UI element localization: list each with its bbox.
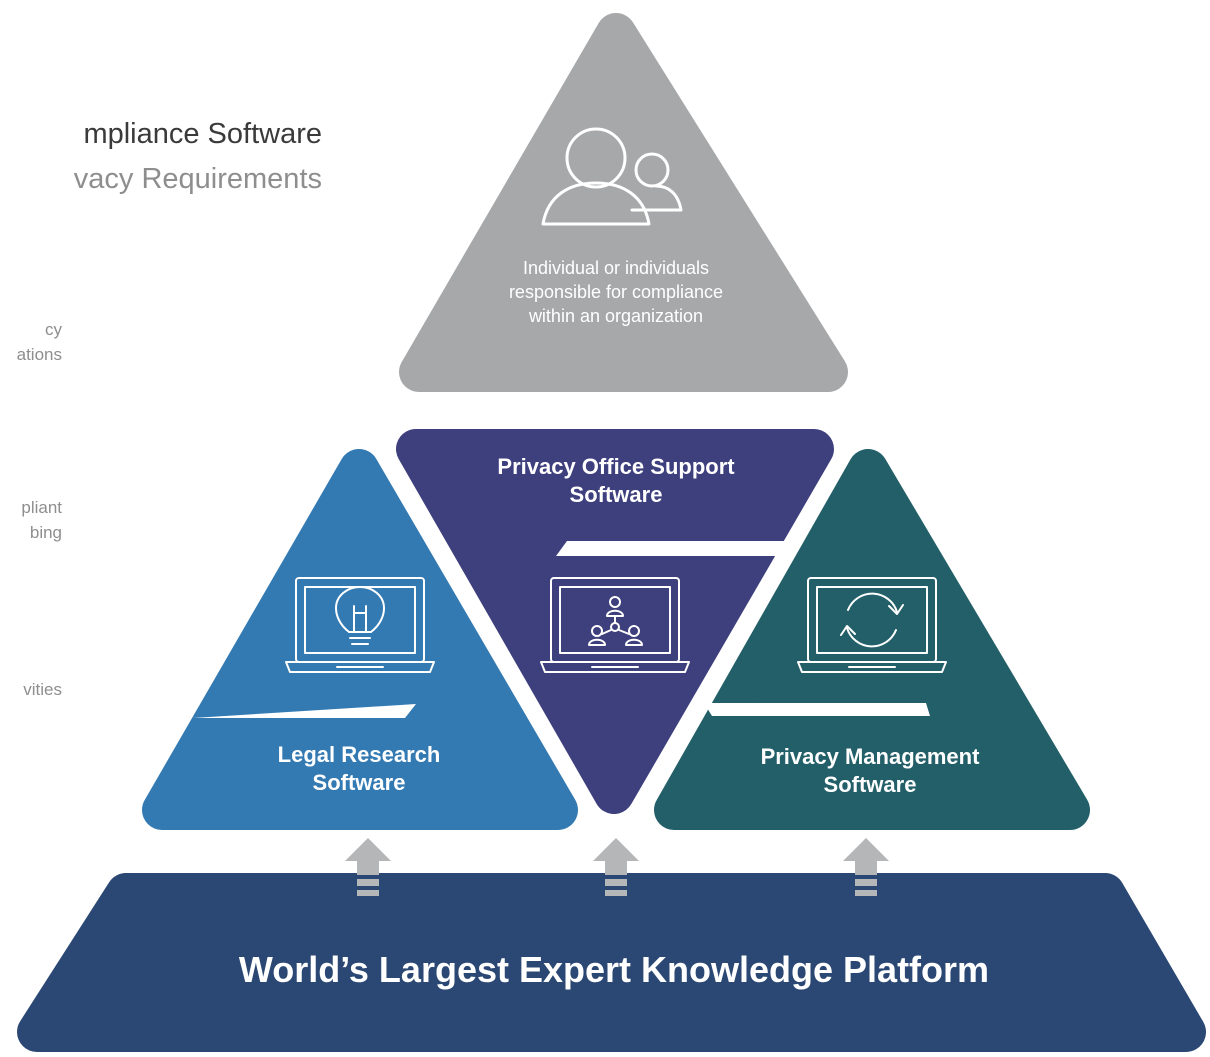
top-triangle: [399, 13, 848, 392]
platform-base: [17, 873, 1206, 1052]
requirement-item-1: cy ations: [16, 320, 62, 364]
requirement-item-3: vities: [23, 680, 62, 699]
laptop-org-chart-icon: [540, 577, 690, 673]
up-arrow-1: [345, 838, 391, 896]
right-triangle-label-line-2: Software: [824, 772, 917, 797]
up-arrow-2: [593, 838, 639, 896]
center-divider-band: [556, 541, 803, 556]
panel-title: mpliance Software: [83, 118, 322, 150]
left-divider-band: [193, 704, 416, 718]
right-divider-band: [704, 703, 930, 716]
platform-label: World’s Largest Expert Knowledge Platfor…: [239, 949, 989, 990]
right-triangle-label-line-1: Privacy Management: [761, 744, 981, 769]
laptop-lightbulb-icon: [285, 577, 435, 673]
left-triangle-label-line-1: Legal Research: [278, 742, 441, 767]
people-icon: [541, 127, 683, 226]
top-triangle-label-line-3: within an organization: [528, 306, 703, 326]
left-triangle: [142, 449, 578, 830]
laptop-refresh-icon: [797, 577, 947, 673]
up-arrow-3: [843, 838, 889, 896]
left-triangle-label-line-2: Software: [313, 770, 406, 795]
panel-subtitle: vacy Requirements: [73, 163, 322, 195]
top-triangle-label-line-2: responsible for compliance: [509, 282, 723, 302]
center-triangle-label-line-2: Software: [570, 482, 663, 507]
requirement-item-2: pliant bing: [21, 498, 62, 542]
right-triangle: [654, 449, 1090, 830]
center-triangle-label-line-1: Privacy Office Support: [497, 454, 735, 479]
top-triangle-label-line-1: Individual or individuals: [523, 258, 709, 278]
